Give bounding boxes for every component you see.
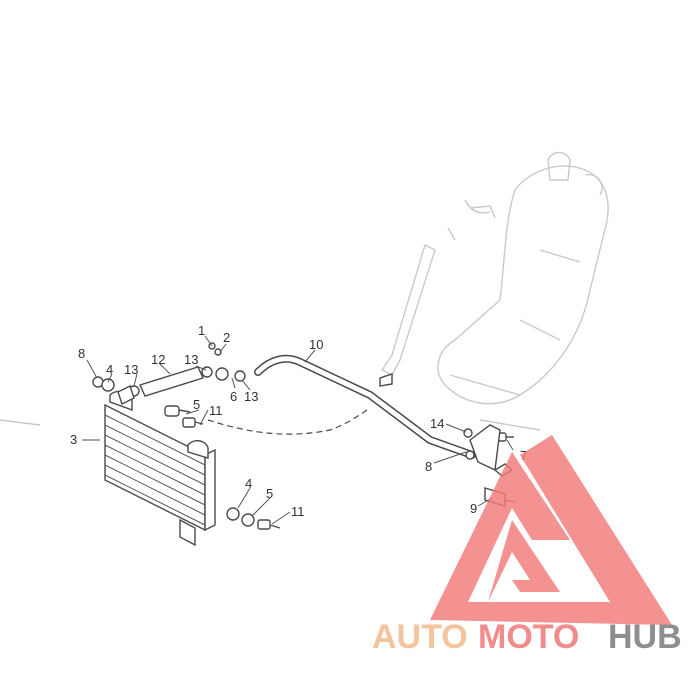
short-hose: [117, 366, 246, 405]
ghost-tank-outline: [0, 151, 609, 431]
callout-label: 6: [230, 389, 237, 404]
callout-label: 2: [223, 330, 230, 345]
callout-label: 4: [106, 362, 113, 377]
automotohub-logo-mark: [430, 435, 672, 625]
routing-dashed-line: [207, 407, 371, 435]
callout-label: 10: [309, 337, 323, 352]
callout-label: 4: [245, 476, 252, 491]
callout-label: 8: [425, 459, 432, 474]
callout-label: 12: [151, 352, 165, 367]
callout-label: 5: [266, 486, 273, 501]
callout-label: 3: [70, 432, 77, 447]
watermark-moto: MOTO: [478, 618, 579, 656]
callout-label: 11: [209, 403, 223, 418]
callout-label: 14: [430, 416, 444, 431]
callout-label: 13: [124, 362, 138, 377]
callout-label: 11: [291, 504, 305, 519]
callout-label: 13: [244, 389, 258, 404]
long-oil-pipe: [254, 354, 476, 459]
callout-label: 5: [193, 397, 200, 412]
watermark-hub: HUB: [608, 618, 682, 656]
callout-label: 13: [184, 352, 198, 367]
callout-label: 9: [470, 501, 477, 516]
callout-label: 8: [78, 346, 85, 361]
oil-cooler-radiator: [104, 390, 216, 547]
callout-numbers: 1 2 3 4 4 5 5 6 7 8 8 9 10 11 11 12 13 1…: [70, 323, 527, 519]
callout-label: 1: [198, 323, 205, 338]
fasteners: [92, 342, 514, 530]
watermark-auto: AUTO: [372, 618, 468, 656]
